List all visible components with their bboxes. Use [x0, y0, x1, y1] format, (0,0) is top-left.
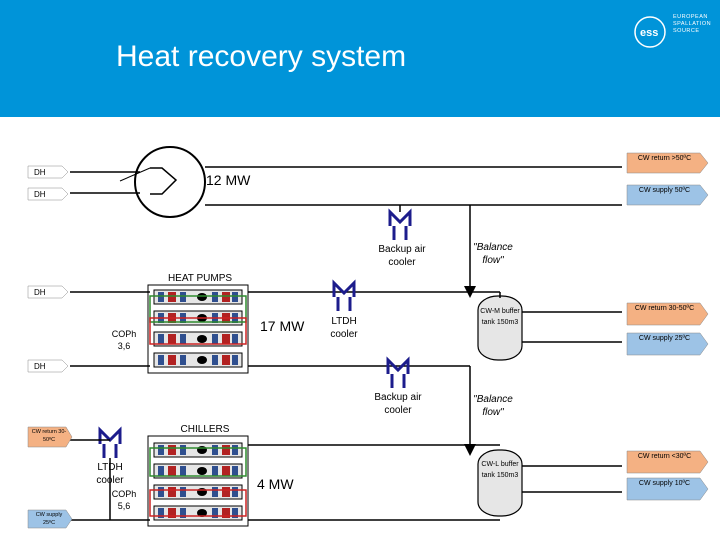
- chillers-cop-label: COPh 5,6: [111, 489, 137, 511]
- backup-cooler-top: [388, 210, 412, 242]
- backup-cooler-mid: [386, 358, 410, 390]
- logo-line-2: SPALLATION: [673, 21, 712, 27]
- ch-cw-supply-tag: CW supply 10ºC: [638, 480, 691, 487]
- hp-cw-supply-tag: CW supply 25ºC: [638, 335, 691, 342]
- ltdh-cooler-left: [98, 428, 122, 460]
- dh-label: DH: [34, 190, 46, 199]
- top-power-label: 12 MW: [206, 172, 251, 188]
- chillers-label: CHILLERS: [180, 424, 230, 435]
- heat-exchanger: [134, 146, 206, 218]
- slide-header: [0, 0, 720, 117]
- cw-m-tank-label: CW-M buffer tank 150m3: [480, 308, 520, 326]
- ltdh-cooler-mid-label: LTDH cooler: [330, 316, 358, 340]
- ess-logo-icon: ess: [634, 16, 666, 48]
- cw-l-tank-label: CW-L buffer tank 150m3: [481, 461, 519, 479]
- dh-label: DH: [34, 288, 46, 297]
- heat-pumps-power-label: 17 MW: [260, 318, 305, 334]
- slide-title: Heat recovery system: [116, 40, 407, 73]
- logo-line-1: EUROPEAN: [673, 14, 708, 20]
- ess-logo-text: EUROPEAN SPALLATION SOURCE: [673, 14, 711, 35]
- dh-label: DH: [34, 168, 46, 177]
- cw-l-buffer-tank: [477, 449, 523, 517]
- dh-label: DH: [34, 362, 46, 371]
- chillers-left-return-tag: CW return 30-50ºC: [31, 429, 67, 443]
- heat-pumps-label: HEAT PUMPS: [167, 273, 233, 284]
- ltdh-cooler-mid: [332, 281, 356, 313]
- chillers-left-supply-tag: CW supply 25ºC: [35, 512, 63, 526]
- top-backup-cooler-label: Backup air cooler: [378, 244, 426, 268]
- chillers-power-label: 4 MW: [257, 476, 294, 492]
- logo-line-3: SOURCE: [673, 28, 700, 34]
- hp-cw-return-tag: CW return 30-50ºC: [634, 305, 695, 312]
- ch-cw-return-tag: CW return <30ºC: [637, 453, 692, 460]
- top-cw-supply-tag: CW supply 50ºC: [638, 187, 691, 194]
- mid-balance-flow-label: "Balance flow": [473, 394, 513, 418]
- top-balance-flow-label: "Balance flow": [473, 242, 513, 266]
- top-cw-return-tag: CW return >50ºC: [637, 155, 692, 162]
- ltdh-cooler-left-label: LTDH cooler: [96, 462, 124, 486]
- svg-text:ess: ess: [640, 27, 658, 39]
- mid-backup-cooler-label: Backup air cooler: [374, 392, 422, 416]
- heat-pumps-cop-label: COPh 3,6: [111, 329, 137, 351]
